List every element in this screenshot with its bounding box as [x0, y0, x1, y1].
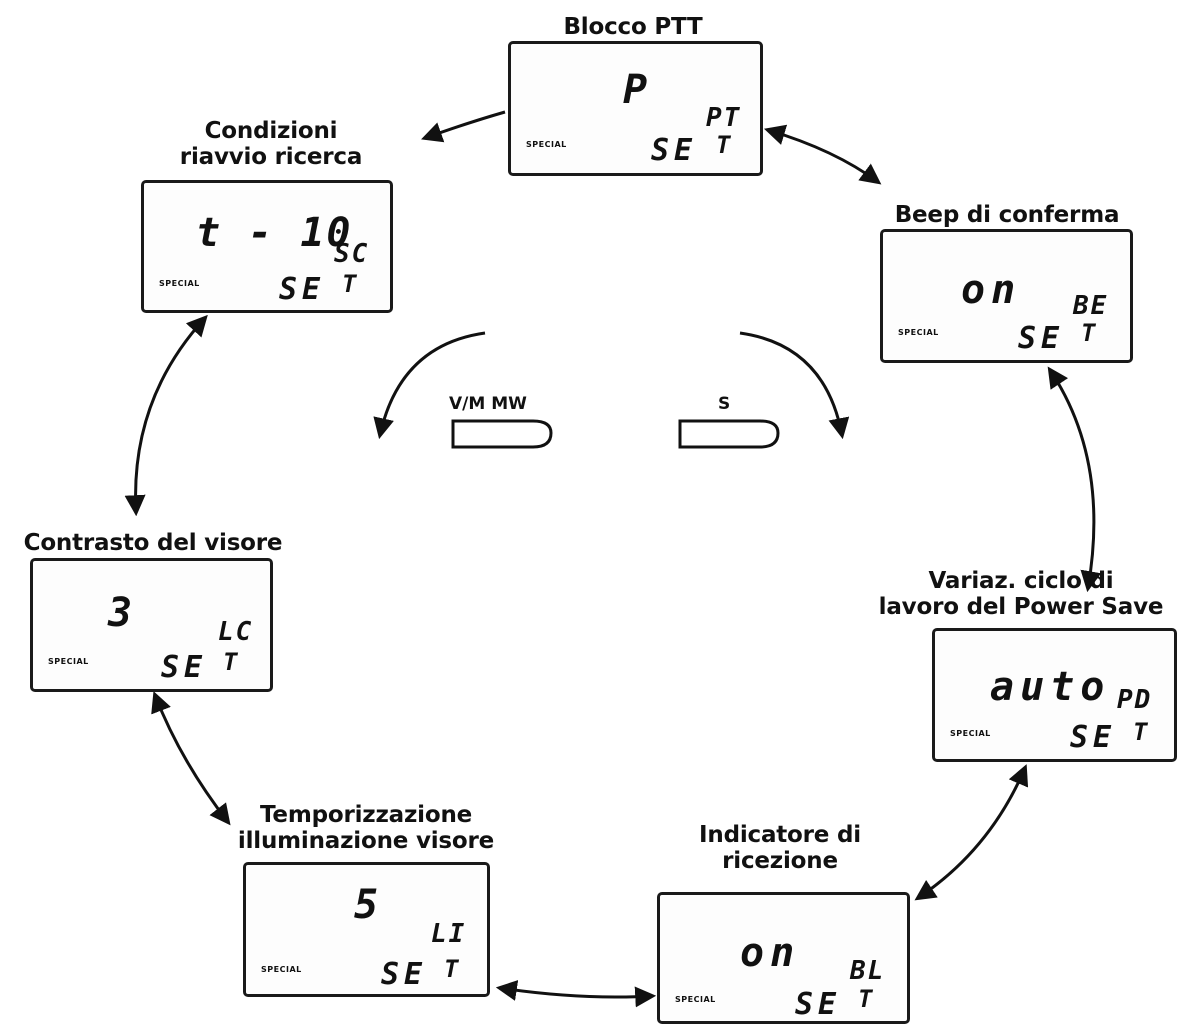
node-title-resume: Condizioni riavvio ricerca	[179, 118, 363, 170]
arrow-rx-lamp	[495, 980, 657, 1008]
arrow-resume-ptt	[421, 110, 506, 143]
lcd-set-t: T	[1081, 319, 1096, 347]
lcd-panel-beep: on BE SPECIAL SE T	[880, 229, 1133, 363]
lcd-code: SC	[334, 239, 370, 269]
lcd-set: SE	[651, 133, 698, 168]
special-indicator: SPECIAL	[898, 328, 939, 337]
special-indicator: SPECIAL	[950, 729, 991, 738]
rotate-arrow-left	[373, 331, 486, 440]
key-vm-mw-shape	[451, 419, 553, 449]
lcd-panel-rx: on BL SPECIAL SE T	[657, 892, 910, 1024]
node-title-beep: Beep di conferma	[894, 202, 1120, 228]
lcd-panel-powersave: auto PD SPECIAL SE T	[932, 628, 1177, 762]
lcd-value: P	[623, 67, 654, 113]
lcd-set: SE	[279, 272, 326, 307]
arrow-beep-powersave	[1047, 366, 1102, 593]
arrow-ptt-beep	[763, 124, 882, 185]
node-title-ptt: Blocco PTT	[563, 14, 703, 40]
lcd-value: t - 10	[196, 210, 353, 256]
lcd-value: 3	[108, 590, 139, 636]
lcd-code: PT	[706, 103, 742, 133]
node-title-powersave: Variaz. ciclo di lavoro del Power Save	[878, 568, 1164, 620]
lcd-value: on	[961, 267, 1022, 313]
arrow-contrast-resume	[124, 314, 208, 517]
lcd-value: 5	[354, 882, 385, 928]
lcd-panel-resume: t - 10 SC SPECIAL SE T	[141, 180, 393, 313]
node-title-lamp: Temporizzazione illuminazione visore	[237, 802, 495, 854]
lcd-set-t: T	[444, 955, 459, 983]
lcd-panel-ptt: P PT SPECIAL SE T	[508, 41, 763, 176]
rotate-arrow-right	[739, 331, 850, 440]
lcd-code: LI	[431, 919, 467, 949]
key-s-label: S	[718, 394, 731, 414]
lcd-value: auto	[990, 664, 1111, 710]
lcd-set: SE	[1070, 720, 1117, 755]
lcd-set-t: T	[223, 648, 238, 676]
lcd-set: SE	[161, 650, 208, 685]
special-indicator: SPECIAL	[675, 995, 716, 1004]
lcd-panel-contrast: 3 LC SPECIAL SE T	[30, 558, 273, 692]
lcd-set-t: T	[716, 131, 731, 159]
lcd-set-t: T	[858, 985, 873, 1013]
arrow-powersave-rx	[914, 764, 1029, 901]
key-vm-mw-label: V/M MW	[449, 394, 527, 414]
lcd-value: on	[740, 930, 801, 976]
lcd-set: SE	[1018, 321, 1065, 356]
lcd-code: PD	[1117, 685, 1153, 715]
lcd-code: BL	[850, 956, 886, 986]
special-indicator: SPECIAL	[159, 279, 200, 288]
lcd-panel-lamp: 5 LI SPECIAL SE T	[243, 862, 490, 997]
special-indicator: SPECIAL	[48, 657, 89, 666]
lcd-code: LC	[218, 617, 254, 647]
special-indicator: SPECIAL	[261, 965, 302, 974]
lcd-set: SE	[381, 957, 428, 992]
arrow-lamp-contrast	[151, 691, 231, 826]
node-title-contrast: Contrasto del visore	[23, 530, 283, 556]
node-title-rx: Indicatore di ricezione	[699, 822, 861, 874]
lcd-set-t: T	[342, 270, 357, 298]
lcd-set: SE	[795, 987, 842, 1022]
lcd-code: BE	[1073, 291, 1109, 321]
key-s-shape	[678, 419, 780, 449]
special-indicator: SPECIAL	[526, 140, 567, 149]
lcd-set-t: T	[1133, 718, 1148, 746]
